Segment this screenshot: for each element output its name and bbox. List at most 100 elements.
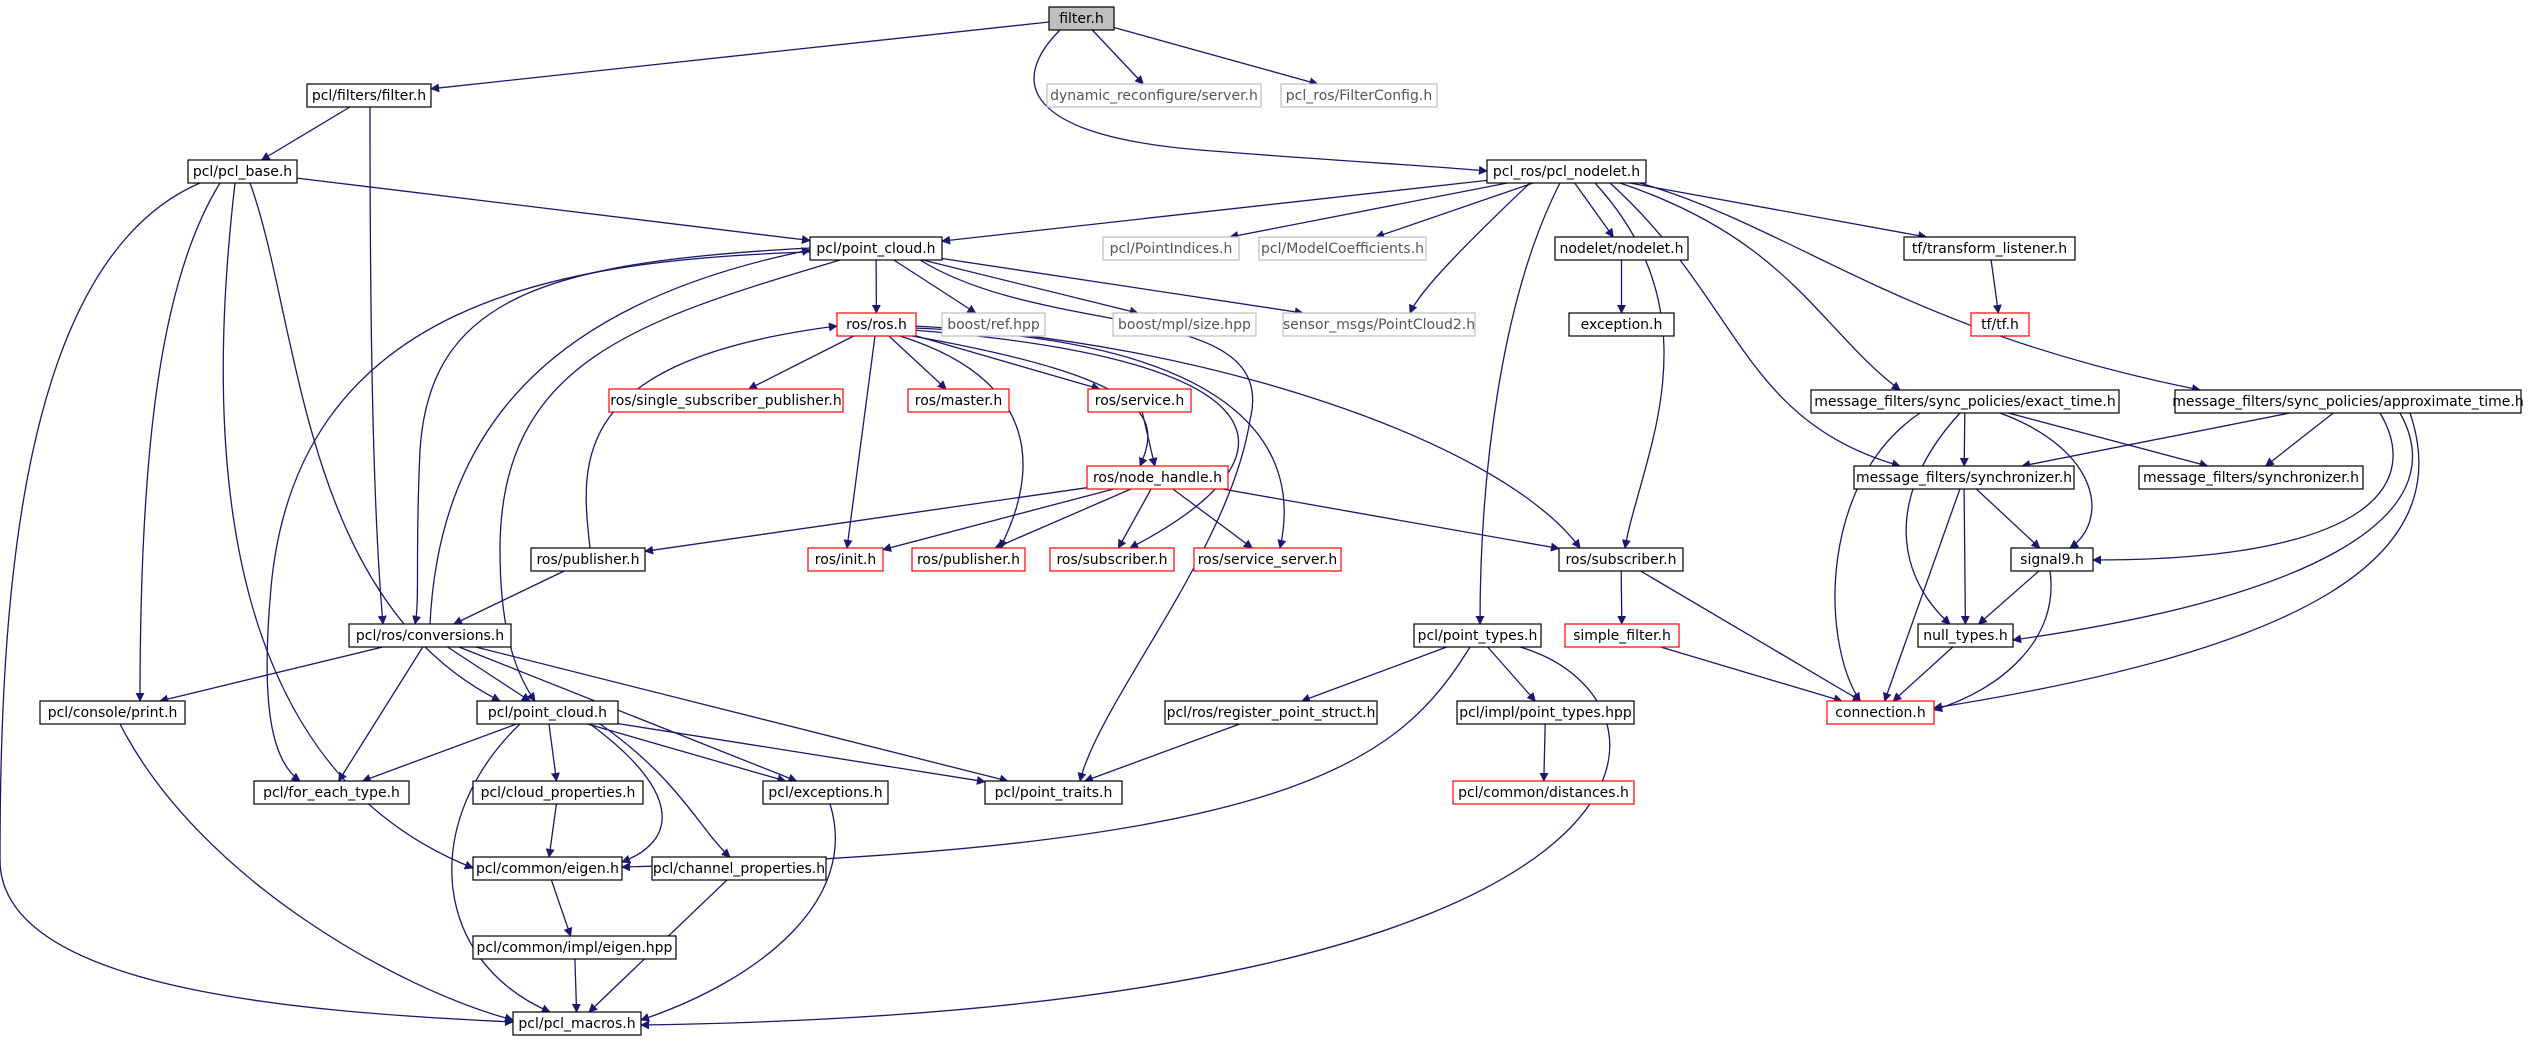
node-ros_publisher_h_red[interactable]: ros/publisher.h (911, 547, 1026, 572)
node-nodelet_nodelet_h[interactable]: nodelet/nodelet.h (1554, 236, 1689, 261)
node-ros_publisher_h_black[interactable]: ros/publisher.h (530, 547, 646, 572)
node-pcl_channel_properties_h[interactable]: pcl/channel_properties.h (651, 856, 827, 881)
node-ros_service_server_h[interactable]: ros/service_server.h (1193, 547, 1342, 572)
edge-pcl_ros_conversions_h-to-pcl_exceptions_h (458, 646, 798, 783)
edge-pcl_point_cloud_h_bottom-to-pcl_for_each_type_h (361, 723, 517, 783)
node-box (1193, 547, 1342, 572)
node-tf_transform_listener_h[interactable]: tf/transform_listener.h (1903, 236, 2076, 261)
node-box (2174, 389, 2522, 414)
node-box (1554, 236, 1689, 261)
node-box (1456, 700, 1635, 725)
node-pcl_for_each_type_h[interactable]: pcl/for_each_type.h (253, 780, 410, 805)
node-simple_filter_h[interactable]: simple_filter.h (1564, 623, 1680, 648)
node-boost_ref_hpp[interactable]: boost/ref.hpp (941, 312, 1046, 337)
edge-pcl_ros_conversions_h-to-pcl_console_print_h (159, 646, 383, 704)
edge-mf_approximate_time_h-to-null_types_h (2012, 412, 2413, 644)
edge-filter_h-to-dynamic_reconfigure_server_h (1091, 29, 1144, 85)
node-label: pcl_ros/pcl_nodelet.h (1493, 164, 1640, 180)
node-pcl_cloud_properties_h[interactable]: pcl/cloud_properties.h (472, 780, 644, 805)
edge-pcl_point_types_h-to-pcl_ros_register_point_struct_h (1300, 646, 1447, 703)
node-label: pcl/common/eigen.h (476, 861, 619, 877)
node-mf_synchronizer_h_a[interactable]: message_filters/synchronizer.h (1853, 465, 2075, 490)
node-box (608, 388, 844, 413)
node-box (651, 856, 827, 881)
node-pcl_point_traits_h[interactable]: pcl/point_traits.h (984, 780, 1123, 805)
node-pcl_point_types_h[interactable]: pcl/point_types.h (1413, 623, 1542, 648)
edge-pcl_point_cloud_h_bottom-to-pcl_channel_properties_h (599, 723, 731, 858)
node-null_types_h[interactable]: null_types.h (1917, 623, 2014, 648)
node-label: null_types.h (1923, 628, 2007, 644)
node-box (1086, 465, 1229, 490)
edge-pcl_ros_pcl_nodelet_h-to-mf_synchronizer_h_a (1609, 182, 1901, 469)
node-label: pcl/filters/filter.h (312, 88, 426, 104)
edge-ros_node_handle_h-to-ros_subscriber_h_red (1117, 488, 1152, 549)
node-label: ros/service_server.h (1198, 552, 1338, 568)
node-pcl_impl_point_types_hpp[interactable]: pcl/impl/point_types.hpp (1456, 700, 1635, 725)
edge-pcl_point_types_h-to-pcl_impl_point_types_hpp (1487, 646, 1536, 702)
edge-mf_synchronizer_h_a-to-null_types_h (1960, 488, 1970, 625)
node-box (472, 935, 677, 960)
node-pcl_common_impl_eigen_hpp[interactable]: pcl/common/impl/eigen.hpp (472, 935, 677, 960)
node-pcl_point_cloud_h_bottom[interactable]: pcl/point_cloud.h (476, 700, 619, 725)
node-pcl_ros_filterconfig_h[interactable]: pcl_ros/FilterConfig.h (1280, 83, 1438, 108)
node-pcl_common_distances_h[interactable]: pcl/common/distances.h (1452, 780, 1635, 805)
node-ros_service_h[interactable]: ros/service.h (1087, 388, 1192, 413)
node-mf_synchronizer_h_b[interactable]: message_filters/synchronizer.h (2138, 465, 2364, 490)
node-dynamic_reconfigure_server_h[interactable]: dynamic_reconfigure/server.h (1046, 83, 1262, 108)
node-exception_h[interactable]: exception.h (1568, 312, 1675, 337)
edge-ros_node_handle_h-to-ros_publisher_h_black (644, 487, 1088, 555)
node-pcl_exceptions_h[interactable]: pcl/exceptions.h (762, 780, 889, 805)
node-pcl_filters_filter_h[interactable]: pcl/filters/filter.h (306, 83, 432, 108)
node-ros_subscriber_h_red[interactable]: ros/subscriber.h (1049, 547, 1175, 572)
edge-pcl_common_eigen_h-to-pcl_common_impl_eigen_hpp (550, 879, 573, 937)
node-pcl_pointindices_h[interactable]: pcl/PointIndices.h (1102, 236, 1240, 261)
edge-ros_node_handle_h-to-ros_service_server_h (1172, 488, 1253, 549)
node-label: message_filters/synchronizer.h (2143, 470, 2359, 486)
node-tf_tf_h[interactable]: tf/tf.h (1970, 312, 2030, 337)
node-label: message_filters/synchronizer.h (1856, 470, 2072, 486)
node-sensor_msgs_pointcloud2_h[interactable]: sensor_msgs/PointCloud2.h (1282, 312, 1476, 337)
node-ros_ros_h[interactable]: ros/ros.h (836, 312, 917, 337)
node-label: pcl/pcl_base.h (193, 164, 292, 180)
edge-pcl_point_types_h-to-pcl_common_eigen_h (621, 646, 1471, 872)
node-mf_approximate_time_h[interactable]: message_filters/sync_policies/approximat… (2172, 389, 2524, 414)
node-pcl_point_cloud_h_top[interactable]: pcl/point_cloud.h (809, 236, 943, 261)
edge-mf_exact_time_h-to-mf_synchronizer_h_b (2008, 412, 2209, 469)
node-pcl_ros_conversions_h[interactable]: pcl/ros/conversions.h (348, 623, 512, 648)
edge-ros_ros_h-to-ros_service_server_h (911, 327, 1287, 549)
node-signal9_h[interactable]: signal9.h (2010, 547, 2094, 572)
node-ros_node_handle_h[interactable]: ros/node_handle.h (1086, 465, 1229, 490)
node-boost_mpl_size_hpp[interactable]: boost/mpl/size.hpp (1112, 312, 1257, 337)
node-label: exception.h (1581, 317, 1663, 333)
node-ros_master_h[interactable]: ros/master.h (907, 388, 1010, 413)
node-pcl_console_print_h[interactable]: pcl/console/print.h (39, 700, 186, 725)
node-label: ros/subscriber.h (1565, 552, 1676, 568)
node-ros_init_h[interactable]: ros/init.h (807, 547, 884, 572)
node-connection_h[interactable]: connection.h (1826, 700, 1935, 725)
node-pcl_pcl_base_h[interactable]: pcl/pcl_base.h (187, 159, 298, 184)
edge-ros_service_h-to-ros_node_handle_h (1141, 411, 1158, 467)
node-mf_exact_time_h[interactable]: message_filters/sync_policies/exact_time… (1810, 389, 2120, 414)
node-pcl_modelcoefficients_h[interactable]: pcl/ModelCoefficients.h (1258, 236, 1427, 261)
node-ros_single_subscriber_publisher_h[interactable]: ros/single_subscriber_publisher.h (608, 388, 844, 413)
edge-mf_synchronizer_h_a-to-signal9_h (1975, 488, 2041, 549)
node-ros_subscriber_h_black[interactable]: ros/subscriber.h (1558, 547, 1684, 572)
edge-pcl_exceptions_h-to-pcl_pcl_macros_h (640, 803, 836, 1022)
edge-pcl_ros_pcl_nodelet_h-to-tf_transform_listener_h (1629, 182, 1928, 240)
node-pcl_common_eigen_h[interactable]: pcl/common/eigen.h (472, 856, 623, 881)
node-box (1826, 700, 1935, 725)
edge-pcl_ros_conversions_h-to-pcl_for_each_type_h (338, 646, 424, 782)
node-filter_h[interactable]: filter.h (1048, 6, 1115, 31)
node-pcl_ros_pcl_nodelet_h[interactable]: pcl_ros/pcl_nodelet.h (1486, 159, 1647, 184)
edge-pcl_ros_pcl_nodelet_h-to-nodelet_nodelet_h (1574, 182, 1614, 238)
edge-ros_ros_h-to-ros_subscriber_h_black (913, 325, 1581, 549)
edge-ros_node_handle_h-to-ros_publisher_h_red (994, 488, 1132, 549)
edge-mf_synchronizer_h_a-to-connection_h (1883, 488, 1961, 702)
edge-ros_subscriber_h_black-to-simple_filter_h (1617, 570, 1627, 625)
node-box (476, 700, 619, 725)
node-label: message_filters/sync_policies/approximat… (2172, 394, 2523, 410)
node-pcl_pcl_macros_h[interactable]: pcl/pcl_macros.h (512, 1011, 642, 1036)
edge-pcl_cloud_properties_h-to-pcl_common_eigen_h (545, 803, 558, 858)
node-box (807, 547, 884, 572)
node-pcl_ros_register_point_struct_h[interactable]: pcl/ros/register_point_struct.h (1164, 700, 1378, 725)
